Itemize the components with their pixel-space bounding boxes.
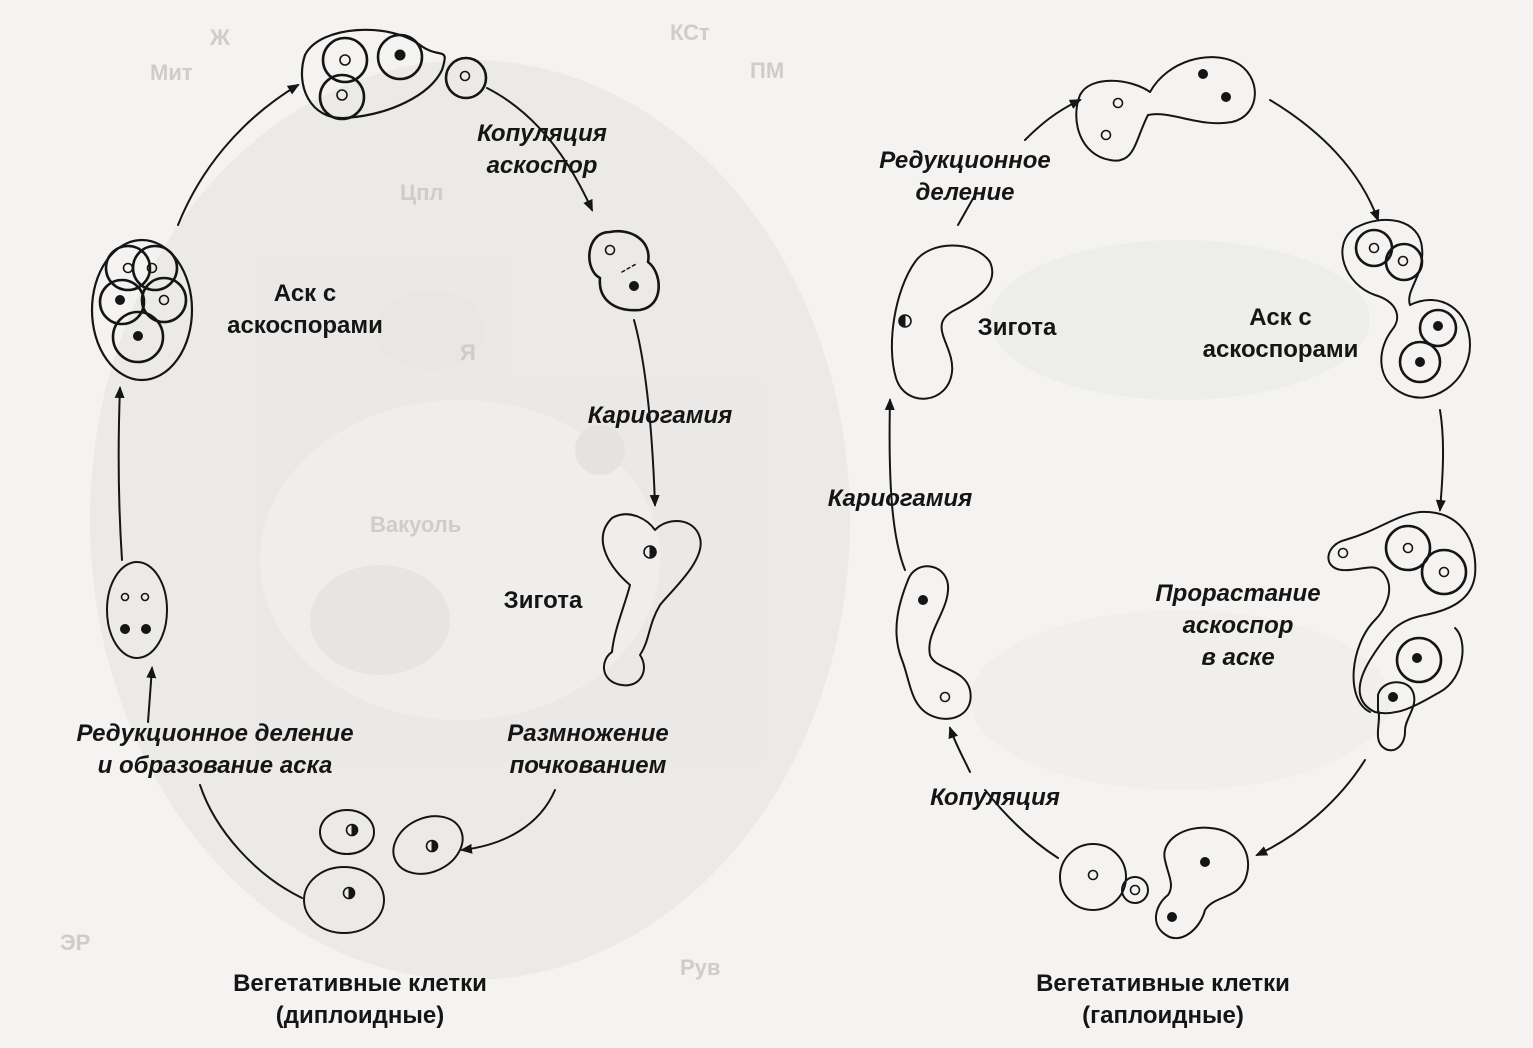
- ghost-label: Цпл: [400, 180, 443, 205]
- label-line: Аск с: [273, 280, 337, 307]
- arrow: [948, 726, 971, 773]
- background-cell-illustration: [90, 60, 1390, 980]
- ghost-label: Я: [460, 340, 476, 365]
- label-line: аскоспор: [1182, 612, 1294, 639]
- label-germination: Прорастание аскоспор в аске: [1138, 578, 1338, 674]
- label-line: Копуляция: [477, 120, 607, 147]
- label-line: (гаплоидные): [1082, 1002, 1244, 1029]
- arrow: [633, 319, 660, 507]
- label-line: Зигота: [503, 587, 583, 614]
- arrow: [1435, 409, 1446, 512]
- label-line: Аск с: [1249, 304, 1312, 331]
- label-line: аскоспор: [486, 152, 598, 179]
- arrow: [1255, 759, 1366, 856]
- label-line: Размножение: [507, 720, 669, 747]
- germinating-ascospores-in-ascus: [1327, 510, 1477, 752]
- ghost-label: ЭР: [60, 930, 90, 955]
- arrow: [1024, 99, 1082, 141]
- ghost-label: Ж: [209, 25, 230, 50]
- label-line: Вегетативные клетки: [233, 970, 487, 997]
- arrow: [884, 398, 906, 571]
- diploid-zygote: [601, 513, 702, 687]
- label-line: (диплоидные): [275, 1002, 445, 1029]
- label-ascospore-copulation: Копуляция аскоспор: [452, 118, 632, 182]
- label-vegetative-cells-diploid: Вегетативные клетки (диплоидные): [195, 968, 525, 1032]
- label-line: и образование аска: [97, 752, 333, 779]
- background-ghost-labels: Ж Мит КСт ПМ Цпл Я Вакуоль ЭР Рув: [60, 20, 784, 980]
- arrow: [146, 666, 157, 723]
- arrow: [984, 789, 1059, 859]
- arrow: [114, 386, 125, 561]
- copulating-haploid-cells: [895, 565, 972, 720]
- label-budding: Размножение почкованием: [478, 718, 698, 782]
- label-zygote-left: Зигота: [488, 585, 598, 617]
- label-karyogamy-left: Кариогамия: [560, 400, 760, 432]
- label-karyogamy-right: Кариогамия: [800, 483, 1000, 515]
- label-vegetative-cells-haploid: Вегетативные клетки (гаплоидные): [998, 968, 1328, 1032]
- label-zygote-right: Зигота: [962, 312, 1072, 344]
- ghost-label: Мит: [150, 60, 193, 85]
- label-line: Прорастание: [1155, 580, 1321, 607]
- label-line: Редукционное: [879, 147, 1051, 174]
- label-reduction-division-left: Редукционное деление и образование аска: [30, 718, 400, 782]
- arrow: [460, 789, 556, 854]
- label-reduction-division-right: Редукционное деление: [855, 145, 1075, 209]
- haploid-zygote: [890, 244, 994, 400]
- arrow: [199, 784, 303, 899]
- ghost-label: ПМ: [750, 58, 784, 83]
- label-line: аскоспорами: [227, 312, 383, 339]
- label-line: аскоспорами: [1202, 336, 1359, 363]
- ascus-releasing-spores: [300, 28, 488, 121]
- label-ascus-with-ascospores-left: Аск с аскоспорами: [225, 278, 385, 342]
- haploid-ascus-with-ascospores: [1341, 218, 1471, 399]
- ghost-label: КСт: [670, 20, 710, 45]
- ghost-label: Рув: [680, 955, 720, 980]
- ascus-releasing-haploid-spores: [1075, 56, 1256, 162]
- label-line: Вегетативные клетки: [1036, 970, 1290, 997]
- arrow: [177, 83, 300, 226]
- arrow: [486, 87, 593, 212]
- label-line: Кариогамия: [827, 485, 973, 512]
- young-ascus-four-nuclei: [106, 561, 168, 659]
- label-line: почкованием: [509, 752, 667, 779]
- arrow: [957, 194, 976, 226]
- right-cycle-arrows: [884, 99, 1446, 859]
- copulating-ascospores: [588, 229, 660, 312]
- label-copulation: Копуляция: [905, 782, 1085, 814]
- label-line: Зигота: [977, 314, 1057, 341]
- label-ascus-with-ascospores-right: Аск с аскоспорами: [1198, 302, 1363, 366]
- ascus-with-four-ascospores: [90, 238, 194, 382]
- label-line: в аске: [1201, 644, 1275, 671]
- arrow: [1269, 99, 1380, 222]
- label-line: деление: [915, 179, 1015, 206]
- haploid-vegetative-cells: [1059, 826, 1250, 940]
- label-line: Копуляция: [930, 784, 1060, 811]
- label-line: Редукционное деление: [76, 720, 354, 747]
- diploid-vegetative-cells: [303, 809, 464, 934]
- left-cycle-arrows: [114, 83, 660, 899]
- label-line: Кариогамия: [587, 402, 733, 429]
- ghost-label: Вакуоль: [370, 512, 461, 537]
